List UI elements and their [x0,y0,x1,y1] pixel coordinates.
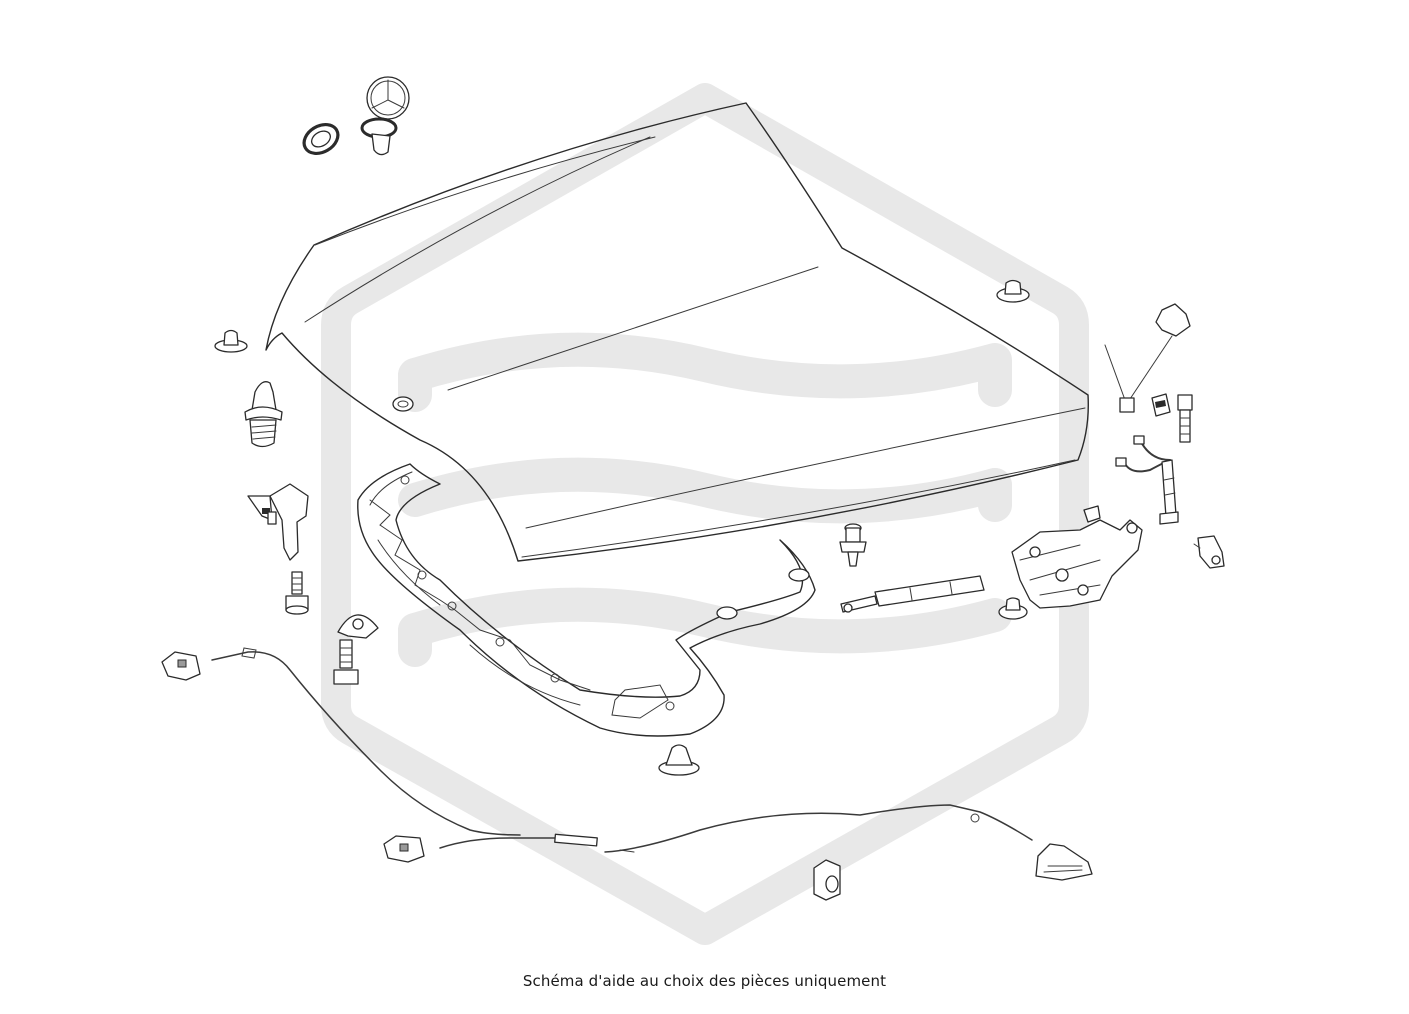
hood-latch-clip-right[interactable] [1193,535,1225,569]
hood-bolt-center[interactable] [333,639,359,685]
push-clip-bottom[interactable] [658,744,700,776]
warning-label-tag[interactable] [1104,303,1191,413]
hood-grommet[interactable] [392,396,414,412]
strut-grommet[interactable] [998,597,1028,620]
hinge-bolt[interactable] [1177,394,1193,443]
hood-spring-clip[interactable] [244,381,283,448]
watermark-logo [321,83,1089,945]
hood-star-emblem[interactable] [360,76,410,156]
hood-panel[interactable] [265,102,1089,562]
hood-release-handle-top[interactable] [161,651,201,681]
hood-bumper-right[interactable] [996,279,1030,303]
hood-bumper-left[interactable] [214,329,248,353]
hood-bolt-left[interactable] [285,571,309,615]
hood-insulation-pad[interactable] [357,463,816,737]
hood-lock-latch[interactable] [1035,843,1093,881]
hood-contact-switch[interactable] [1151,393,1171,417]
gas-strut-ball-stud[interactable] [839,523,867,567]
emblem-ring[interactable] [299,119,343,160]
hood-gas-strut[interactable] [840,575,985,613]
cable-guide-clip[interactable] [813,859,841,901]
hood-release-cable[interactable] [211,647,1033,853]
hood-switch-wiring[interactable] [1115,435,1179,525]
hood-catch-bracket[interactable] [247,483,309,561]
diagram-caption: Schéma d'aide au choix des pièces unique… [522,972,887,990]
hood-hinge[interactable] [1011,505,1143,609]
hood-release-handle-bottom[interactable] [383,835,425,863]
hood-pad-bracket[interactable] [337,614,379,639]
